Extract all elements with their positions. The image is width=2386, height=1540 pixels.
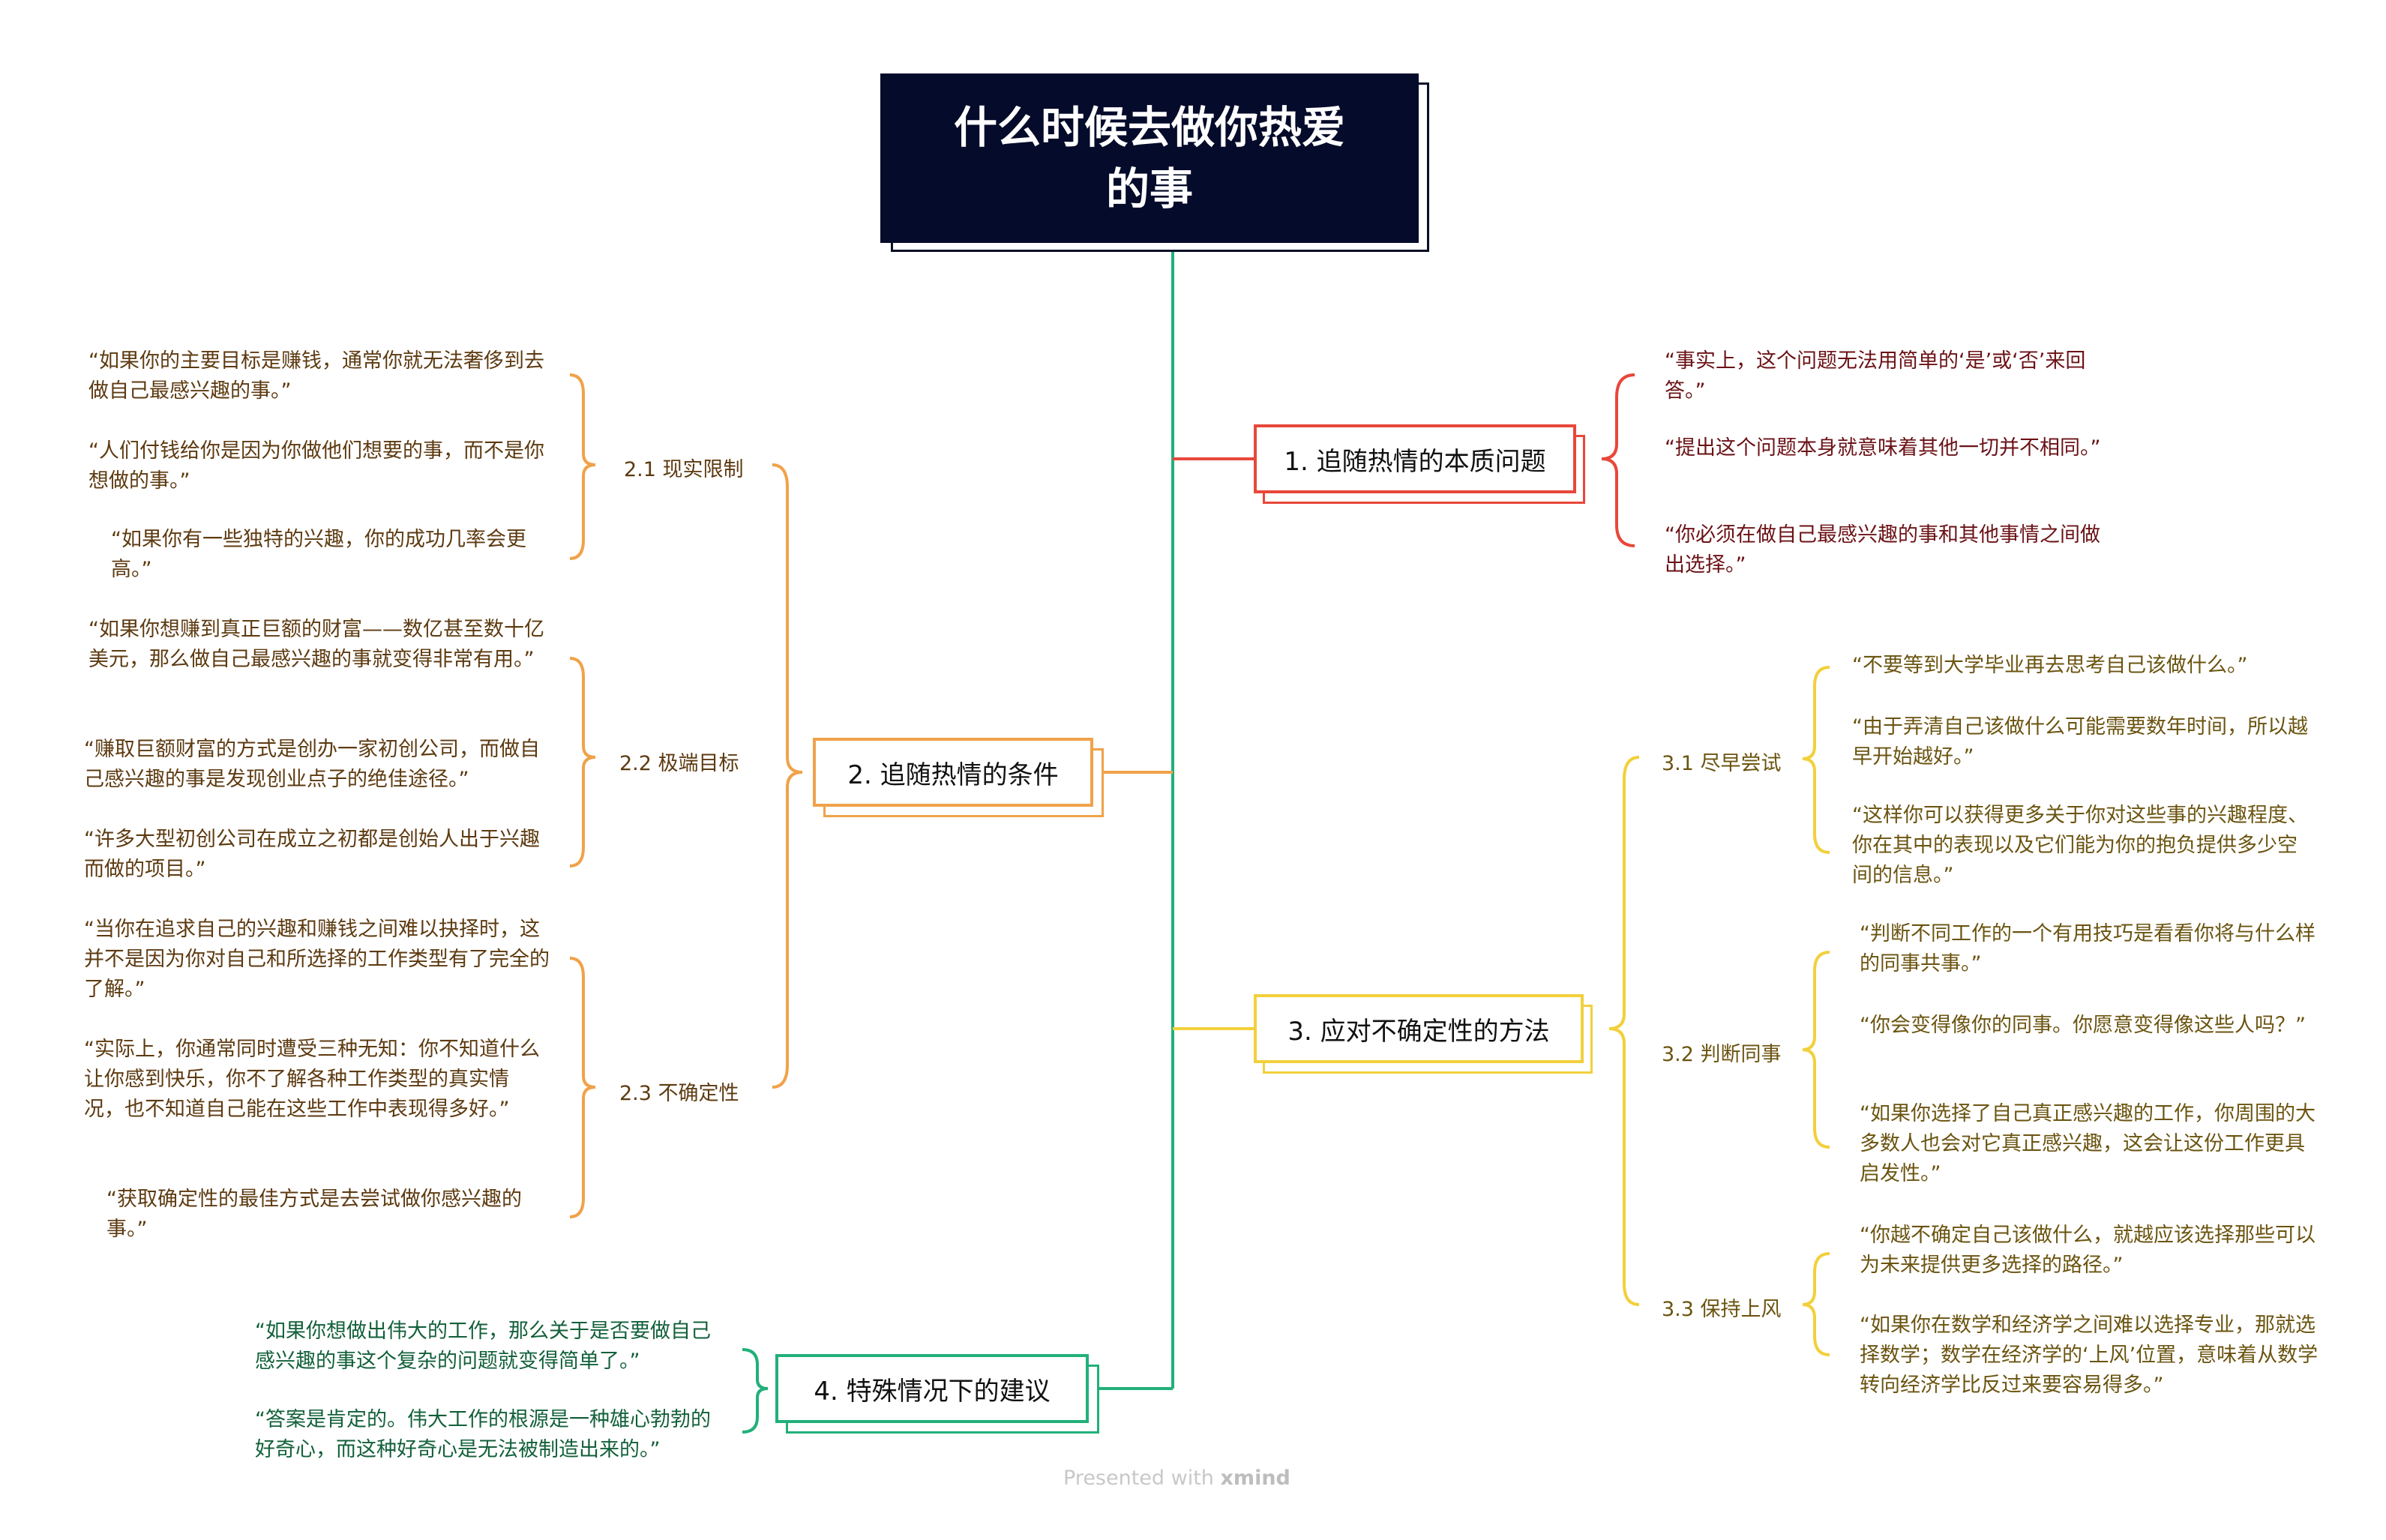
topic4-brace xyxy=(742,1348,769,1434)
subtopic-3-2-brace xyxy=(1802,951,1830,1149)
topic2-brace xyxy=(772,463,803,1089)
root-topic[interactable]: 什么时候去做你热爱的事 xyxy=(880,73,1419,243)
topic-4[interactable]: 4. 特殊情况下的建议 xyxy=(775,1354,1089,1423)
subtopic-3-1-brace xyxy=(1802,666,1830,854)
subtopic-2-2-quote-1: “如果你想赚到真正巨额的财富——数亿甚至数十亿美元，那么做自己最感兴趣的事就变得… xyxy=(88,618,544,671)
subtopic-2-1[interactable]: 2.1 现实限制 xyxy=(624,458,744,481)
subtopic-2-1-quote-3: “如果你有一些独特的兴趣，你的成功几率会更高。” xyxy=(111,528,526,581)
topic-1-quote-2: “提出这个问题本身就意味着其他一切并不相同。” xyxy=(1665,436,2101,460)
subtopic-3-3-quote-1: “你越不确定自己该做什么，就越应该选择那些可以为未来提供更多选择的路径。” xyxy=(1860,1224,2316,1277)
xmind-logo-text: xmind xyxy=(1220,1467,1290,1490)
subtopic-2-3-quote-3: “获取确定性的最佳方式是去尝试做你感兴趣的事。” xyxy=(106,1188,522,1241)
subtopic-3-3-quote-2: “如果你在数学和经济学之间难以选择专业，那就选择数学；数学在经济学的‘上风’位置… xyxy=(1860,1314,2319,1397)
subtopic-3-3[interactable]: 3.3 保持上风 xyxy=(1662,1298,1782,1321)
topic1-brace xyxy=(1601,373,1635,547)
topic-4-quote-1: “如果你想做出伟大的工作，那么关于是否要做自己感兴趣的事这个复杂的问题就变得简单… xyxy=(255,1320,711,1373)
topic-2-label: 2. 追随热情的条件 xyxy=(847,760,1059,790)
subtopic-2-1-quote-1: “如果你的主要目标是赚钱，通常你就无法奢侈到去做自己最感兴趣的事。” xyxy=(88,349,544,403)
subtopic-2-1-brace xyxy=(569,373,596,560)
subtopic-2-2-brace xyxy=(569,657,596,867)
subtopic-3-1-quote-3: “这样你可以获得更多关于你对这些事的兴趣程度、你在其中的表现以及它们能为你的抱负… xyxy=(1852,804,2308,887)
subtopic-2-3-quote-1: “当你在追求自己的兴趣和赚钱之间难以抉择时，这并不是因为你对自己和所选择的工作类… xyxy=(84,918,550,1001)
subtopic-2-3-brace xyxy=(569,957,596,1218)
subtopic-3-1-quote-2: “由于弄清自己该做什么可能需要数年时间，所以越早开始越好。” xyxy=(1852,715,2308,769)
topic-4-quote-2: “答案是肯定的。伟大工作的根源是一种雄心勃勃的好奇心，而这种好奇心是无法被制造出… xyxy=(255,1408,711,1461)
footer-prefix: Presented with xyxy=(1063,1467,1214,1490)
subtopic-3-2[interactable]: 3.2 判断同事 xyxy=(1662,1043,1782,1066)
subtopic-2-2-quote-3: “许多大型初创公司在成立之初都是创始人出于兴趣而做的项目。” xyxy=(84,828,540,881)
subtopic-3-2-quote-3: “如果你选择了自己真正感兴趣的工作，你周围的大多数人也会对它真正感兴趣，这会让这… xyxy=(1860,1102,2316,1185)
topic-3[interactable]: 3. 应对不确定性的方法 xyxy=(1254,994,1584,1063)
subtopic-2-3[interactable]: 2.3 不确定性 xyxy=(619,1082,739,1105)
subtopic-3-3-brace xyxy=(1802,1252,1830,1356)
subtopic-2-2[interactable]: 2.2 极端目标 xyxy=(619,752,739,775)
topic-1[interactable]: 1. 追随热情的本质问题 xyxy=(1254,424,1576,493)
subtopic-3-2-quote-1: “判断不同工作的一个有用技巧是看看你将与什么样的同事共事。” xyxy=(1860,922,2316,975)
topic3-brace xyxy=(1608,756,1640,1306)
presented-with-footer[interactable]: Presented with xmind xyxy=(1063,1467,1290,1490)
subtopic-2-1-quote-2: “人们付钱给你是因为你做他们想要的事，而不是你想做的事。” xyxy=(88,439,544,493)
topic-3-label: 3. 应对不确定性的方法 xyxy=(1287,1016,1550,1047)
topic-1-label: 1. 追随热情的本质问题 xyxy=(1284,446,1546,477)
topic-2[interactable]: 2. 追随热情的条件 xyxy=(813,738,1093,807)
subtopic-3-2-quote-2: “你会变得像你的同事。你愿意变得像这些人吗？” xyxy=(1860,1014,2306,1037)
subtopic-3-1-quote-1: “不要等到大学毕业再去思考自己该做什么。” xyxy=(1852,654,2248,677)
subtopic-2-3-quote-2: “实际上，你通常同时遭受三种无知：你不知道什么让你感到快乐，你不了解各种工作类型… xyxy=(84,1038,540,1121)
topic-1-quote-3: “你必须在做自己最感兴趣的事和其他事情之间做出选择。” xyxy=(1665,523,2100,577)
topic-4-label: 4. 特殊情况下的建议 xyxy=(814,1376,1051,1407)
root-title: 什么时候去做你热爱的事 xyxy=(953,102,1345,214)
subtopic-2-2-quote-2: “赚取巨额财富的方式是创办一家初创公司，而做自己感兴趣的事是发现创业点子的绝佳途… xyxy=(84,738,540,791)
topic-1-quote-1: “事实上，这个问题无法用简单的‘是’或‘否’来回答。” xyxy=(1665,349,2086,403)
subtopic-3-1[interactable]: 3.1 尽早尝试 xyxy=(1662,752,1782,775)
